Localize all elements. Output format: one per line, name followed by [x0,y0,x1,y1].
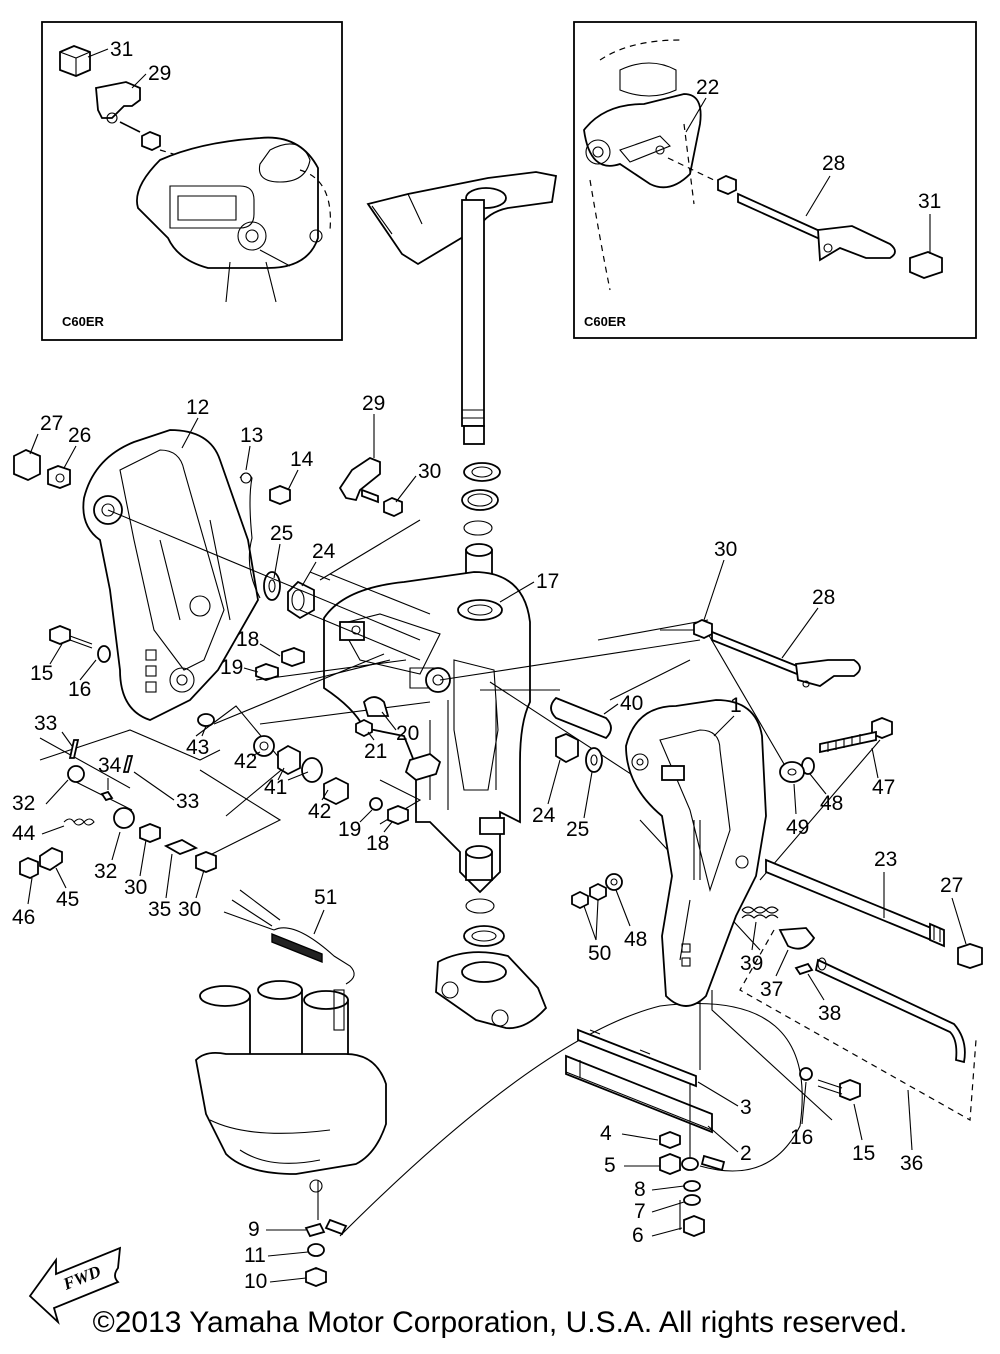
callout-27-right: 27 [940,874,963,897]
callout-25-left: 25 [270,522,293,545]
callout-22: 22 [696,76,719,99]
callout-43: 43 [186,736,209,759]
steering-shaft-assembly [366,171,558,577]
swivel-bracket [323,571,548,1030]
callout-24-left: 24 [312,540,336,563]
fwd-arrow: FWD [28,1246,122,1325]
callout-48-upper: 48 [820,792,843,815]
callout-34: 34 [98,754,122,777]
callout-4: 4 [600,1122,612,1145]
callout-36: 36 [900,1152,923,1175]
anode-parts [565,1028,726,1237]
callout-48-lower: 48 [624,928,647,951]
callout-45: 45 [56,888,79,911]
leader-lines [39,509,977,1237]
callout-11: 11 [244,1244,266,1267]
callout-10: 10 [244,1270,267,1293]
callout-3: 3 [740,1096,752,1119]
callout-30-right: 30 [714,538,737,561]
callout-42-left: 42 [234,750,257,773]
callout-1: 1 [730,694,742,717]
callout-26: 26 [68,424,91,447]
callout-32-lower: 32 [94,860,117,883]
callout-28-inset-right: 28 [822,152,845,175]
callout-40: 40 [620,692,643,715]
callout-18-lower: 18 [366,832,389,855]
power-tilt-unit [195,889,387,1287]
callout-38: 38 [818,1002,841,1025]
callout-31-inset-right: 31 [918,190,941,213]
callout-44: 44 [12,822,36,845]
callout-7: 7 [634,1200,646,1223]
callout-13: 13 [240,424,263,447]
callout-50: 50 [588,942,611,965]
callout-32-left: 32 [12,792,35,815]
callout-30-lower-right: 30 [178,898,201,921]
callout-21: 21 [364,740,387,763]
callout-12: 12 [186,396,209,419]
callout-30-lower-left: 30 [124,876,147,899]
callout-23: 23 [874,848,897,871]
callout-16-left: 16 [68,678,91,701]
callout-18-upper: 18 [236,628,259,651]
callout-29-inset-left: 29 [148,62,171,85]
callout-19-lower: 19 [338,818,361,841]
callout-6: 6 [632,1224,644,1247]
inset-right-label: C60ER [584,314,627,329]
callout-47: 47 [872,776,895,799]
copyright-notice: ©2013 Yamaha Motor Corporation, U.S.A. A… [92,1306,908,1339]
callout-42-right: 42 [308,800,331,823]
inset-left: C60ER [41,21,343,341]
callout-33-mid: 33 [176,790,199,813]
callout-20: 20 [396,722,419,745]
callout-9: 9 [248,1218,260,1241]
callout-16-right: 16 [790,1126,813,1149]
callout-24-right: 24 [532,804,556,827]
callout-25-right: 25 [566,818,589,841]
inset-right: C60ER [573,21,977,339]
callout-29-main: 29 [362,392,385,415]
callout-39: 39 [740,952,763,975]
callout-35: 35 [148,898,171,921]
callout-33-left: 33 [34,712,57,735]
callout-17: 17 [536,570,559,593]
callout-27-left: 27 [40,412,63,435]
callout-41: 41 [264,776,287,799]
clamp-bracket-left [13,429,403,727]
left-lower-parts [19,696,409,879]
callout-5: 5 [604,1154,616,1177]
callout-46: 46 [12,906,35,929]
callout-2: 2 [740,1142,752,1165]
callout-31-inset-left: 31 [110,38,133,61]
callout-30-main: 30 [418,460,441,483]
callout-14: 14 [290,448,314,471]
callouts: 31 29 22 28 31 27 26 12 13 14 29 30 25 2… [12,38,967,1293]
callout-15-right: 15 [852,1142,875,1165]
right-side-parts [550,619,983,1101]
inset-left-label: C60ER [62,314,105,329]
callout-28-main: 28 [812,586,835,609]
callout-51: 51 [314,886,337,909]
callout-15-left: 15 [30,662,53,685]
callout-19-upper: 19 [220,656,243,679]
callout-37: 37 [760,978,783,1001]
callout-49: 49 [786,816,809,839]
callout-8: 8 [634,1178,646,1201]
